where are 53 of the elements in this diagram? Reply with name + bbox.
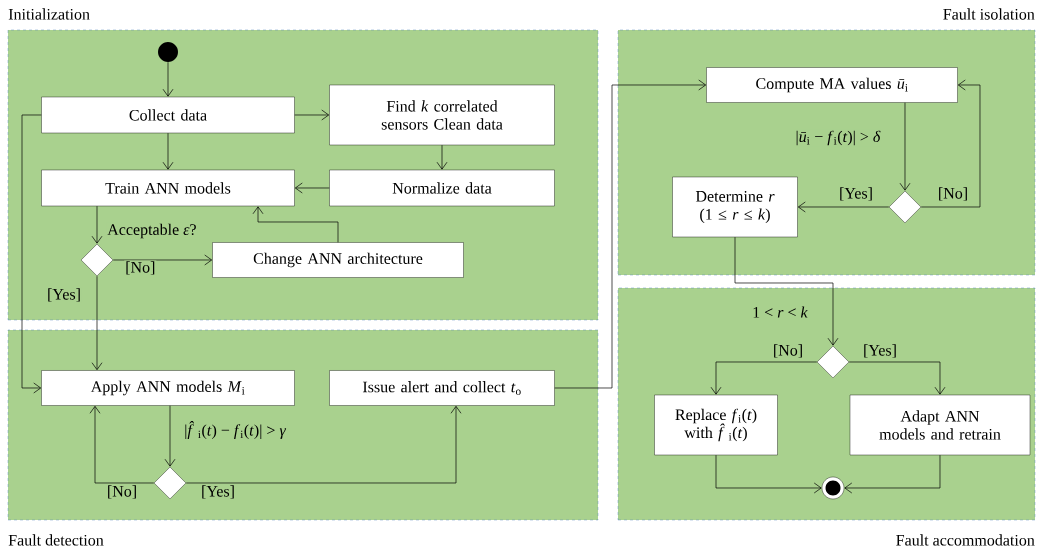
arrow [899,102,911,191]
arrow [294,109,330,121]
process-box: Compute MA values ū$_{i}$ [706,67,958,103]
arrow [710,361,818,395]
edge-label: [Yes] [200,484,236,500]
edge-label: [No] [105,484,139,500]
decision-diamond [80,243,114,277]
edge-label: [Yes] [862,343,898,359]
process-box: Determine r (1 ≤ r ≤ k) [672,176,798,238]
arrow [21,114,42,394]
arrow [91,205,103,244]
edge-label: [No] [124,260,157,276]
process-box: Adapt ANN models and retrain [849,394,1031,456]
process-box: Issue alert and collect t$_{o}$ [329,370,555,406]
edge-label: [No] [771,343,805,359]
arrow [797,201,890,213]
process-box: Normalize data [329,169,555,207]
start-marker [158,42,178,62]
edge-label: [No] [936,186,970,202]
arrow [734,236,839,346]
panel-heading: Fault detection [8,534,104,546]
arrow [91,275,103,371]
process-box: Replace f$_{i}$(t) with f̂$_{i}$(t) [654,394,778,456]
arrow [920,79,981,208]
edge-label: 1 < r < k [751,305,809,319]
decision-diamond [816,345,850,379]
decision-diamond [153,466,187,500]
panel-heading: Fault isolation [943,8,1035,20]
edge-label: |f̂$_{i}$(t) − f$_{i}$(t)| > γ [183,420,288,440]
panel-heading: Initialization [8,8,90,20]
arrow [112,254,213,266]
process-box: Collect data [41,96,295,134]
arrow [844,454,941,494]
arrow [436,144,448,170]
arrow [164,405,176,467]
edge-label: [Yes] [46,287,82,303]
process-box: Find k correlated sensors Clean data [329,84,555,146]
process-box: Apply ANN models M$_{i}$ [41,370,295,406]
arrow [294,182,330,194]
arrow [162,61,174,97]
process-box: Change ANN architecture [212,242,464,278]
arrow [89,405,155,484]
process-box: Train ANN models [41,169,295,207]
arrow [252,206,339,243]
panel-heading: Fault accommodation [896,534,1035,546]
arrow [554,79,707,389]
arrow [162,132,174,170]
arrow [848,361,946,395]
decision-diamond [888,190,922,224]
arrow [715,454,822,494]
end-marker [821,476,845,500]
arrow [185,405,462,484]
edge-label: [Yes] [838,186,874,202]
